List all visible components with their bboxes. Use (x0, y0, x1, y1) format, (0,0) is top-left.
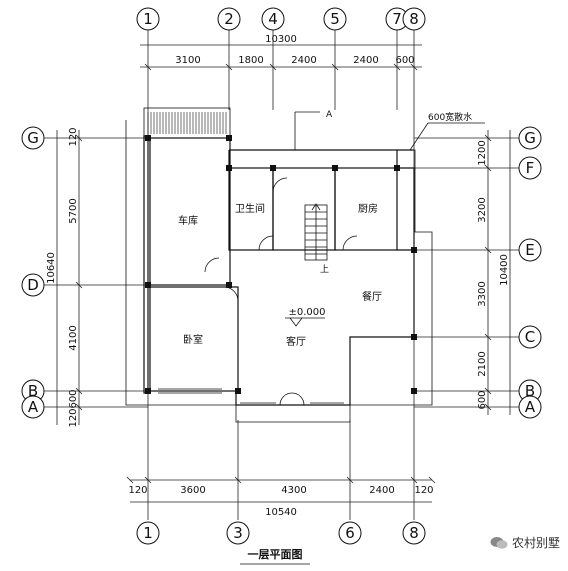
room-label-living: 客厅 (286, 335, 306, 348)
room-label-dining: 餐厅 (362, 290, 382, 303)
left-dimensions: 10640 120 5700 4100 600 120 (46, 127, 83, 428)
watermark-text: 农村别墅 (511, 536, 560, 550)
dim-top-seg-2: 1800 (238, 55, 263, 66)
dim-top-seg-5: 600 (395, 55, 414, 66)
entry-door-right (291, 392, 305, 406)
kitchen-walls (334, 167, 398, 251)
room-label-bedroom: 卧室 (183, 333, 203, 346)
canopy-hatch (147, 112, 227, 134)
room-label-garage: 车库 (178, 214, 198, 227)
drainage-annotation: 600宽散水 (409, 111, 485, 151)
dim-bottom-seg-2: 3600 (180, 485, 205, 496)
axis-label-bottom-3: 3 (233, 524, 243, 542)
right-axis: G F E C B A (414, 126, 542, 419)
elevation-label: ±0.000 (288, 307, 325, 318)
elevation-mark: ±0.000 (285, 307, 326, 327)
axis-bubble-bottom-8 (402, 521, 426, 545)
staircase: 上 (304, 203, 329, 275)
dim-left-total: 10640 (46, 252, 57, 284)
dim-bottom-seg-4: 2400 (369, 485, 394, 496)
dim-left-seg-5: 120 (68, 408, 79, 427)
dim-right-seg-1: 1200 (477, 140, 488, 165)
axis-label-top-7: 7 (392, 10, 402, 28)
axis-label-top-1: 1 (143, 10, 153, 28)
dim-right-seg-3: 3300 (477, 281, 488, 306)
drawing-title: 一层平面图 (240, 548, 310, 565)
dim-bottom-seg-5: 120 (414, 485, 433, 496)
dim-right-total: 10400 (499, 254, 510, 286)
dim-bottom-seg-3: 4300 (281, 485, 306, 496)
drainage-label: 600宽散水 (428, 111, 472, 123)
drainage-apron (125, 120, 433, 423)
dim-top-seg-4: 2400 (353, 55, 378, 66)
bottom-axis-bubbles: 1 3 6 8 (136, 521, 426, 545)
axis-label-bottom-8: 8 (409, 524, 419, 542)
stair-up-label: 上 (320, 264, 329, 275)
dim-right-seg-2: 3200 (477, 197, 488, 222)
axis-label-top-5: 5 (330, 10, 340, 28)
axis-label-right-A: A (525, 398, 536, 416)
axis-bubble-bottom-3 (226, 521, 250, 545)
axis-label-right-C: C (525, 328, 535, 346)
top-axis-bubbles: 1 2 4 5 7 8 (136, 7, 426, 31)
axis-label-bottom-1: 1 (143, 524, 153, 542)
drawing-title-text: 一层平面图 (248, 548, 303, 561)
garage-walls (147, 137, 231, 286)
axis-label-left-D: D (27, 276, 39, 294)
dim-left-seg-2: 5700 (68, 198, 79, 223)
dim-left-seg-3: 4100 (68, 325, 79, 350)
axis-label-left-B: B (28, 382, 38, 400)
vertical-axis-lines (147, 30, 415, 520)
structural-columns (145, 135, 417, 394)
right-dimensions: 1200 3200 3300 2100 600 10400 (477, 130, 511, 415)
building-walls (125, 107, 433, 423)
room-label-bathroom: 卫生间 (235, 202, 265, 215)
axis-label-top-8: 8 (409, 10, 419, 28)
axis-label-top-2: 2 (224, 10, 234, 28)
watermark: 农村别墅 (490, 534, 560, 551)
section-mark: A (294, 110, 333, 150)
axis-label-right-B: B (525, 382, 535, 400)
room-labels: 车库 卫生间 厨房 餐厅 客厅 卧室 (178, 202, 382, 348)
room-label-kitchen: 厨房 (358, 202, 378, 215)
axis-label-bottom-6: 6 (345, 524, 355, 542)
top-dimensions: 10300 3100 1800 2400 2400 600 (140, 34, 422, 71)
axis-label-right-E: E (525, 241, 534, 259)
dim-left-seg-1: 120 (68, 127, 79, 146)
bathroom-door-2 (258, 235, 274, 251)
bedroom-door (223, 286, 239, 302)
axis-label-left-A: A (28, 398, 39, 416)
axis-label-top-4: 4 (268, 10, 278, 28)
left-axis: G D B A (21, 126, 148, 419)
west-wall (143, 135, 151, 394)
axis-bubble-bottom-6 (338, 521, 362, 545)
doors (204, 177, 358, 406)
section-mark-label: A (326, 110, 333, 120)
axis-bubble-bottom-1 (136, 521, 160, 545)
stair-hall-walls (272, 167, 336, 251)
dim-bottom-seg-1: 120 (128, 485, 147, 496)
axis-label-left-G: G (27, 129, 39, 147)
dim-top-total: 10300 (265, 34, 297, 45)
windows (147, 160, 415, 404)
dim-right-seg-5: 600 (477, 390, 488, 409)
garage-door (204, 257, 220, 273)
axis-label-right-F: F (526, 159, 535, 177)
dim-left-seg-4: 600 (68, 389, 79, 408)
entry-door-left (279, 392, 293, 406)
dim-bottom-total: 10540 (265, 507, 297, 518)
bottom-dimensions: 120 3600 4300 2400 120 10540 (126, 476, 436, 518)
dim-top-seg-3: 2400 (291, 55, 316, 66)
dim-top-seg-1: 3100 (175, 55, 200, 66)
dim-right-seg-4: 2100 (477, 351, 488, 376)
axis-label-right-G: G (524, 129, 536, 147)
wechat-icon (490, 536, 508, 549)
bathroom-door (272, 177, 288, 193)
kitchen-door (342, 235, 358, 251)
